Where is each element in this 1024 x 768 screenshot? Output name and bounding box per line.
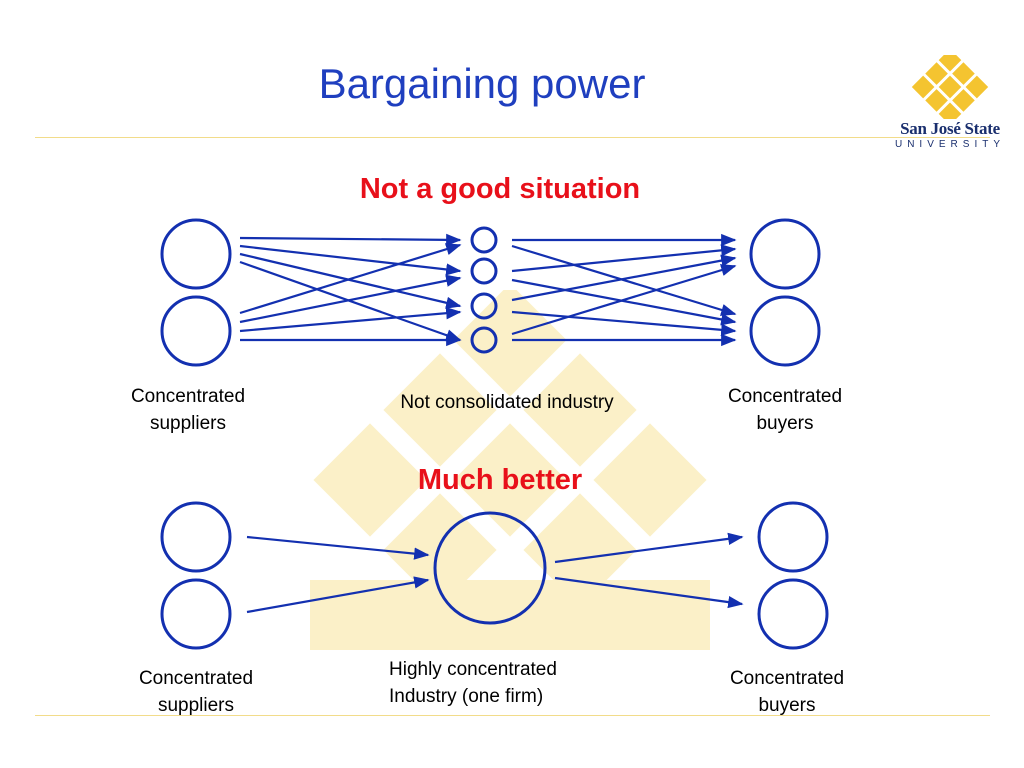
supplier-circle bbox=[160, 501, 232, 573]
firm-circle bbox=[470, 257, 498, 285]
firm-circle bbox=[470, 292, 498, 320]
university-logo: San José State UNIVERSITY bbox=[890, 55, 1010, 155]
diamond-lattice-icon bbox=[911, 55, 989, 119]
bottom-buyers-label: Concentrated buyers bbox=[729, 668, 845, 716]
single-firm-circle bbox=[433, 511, 547, 625]
sales-arrow bbox=[554, 576, 744, 609]
top-suppliers-label: Concentrated suppliers bbox=[130, 386, 246, 434]
sales-arrow bbox=[554, 532, 744, 564]
supplier-circle bbox=[160, 295, 232, 367]
supply-arrow bbox=[239, 233, 462, 247]
top-industry-label: Not consolidated industry bbox=[400, 392, 614, 413]
top-panel-heading: Not a good situation bbox=[359, 173, 641, 205]
top-buyers-label: Concentrated buyers bbox=[727, 386, 843, 434]
bottom-industry-label: Highly concentrated Industry (one firm) bbox=[389, 659, 557, 707]
logo-name: San José State bbox=[900, 119, 1000, 138]
sales-arrow bbox=[511, 244, 737, 273]
bottom-suppliers-label: Concentrated suppliers bbox=[138, 668, 254, 716]
sales-arrow bbox=[511, 244, 737, 316]
logo-subtitle: UNIVERSITY bbox=[894, 139, 1005, 150]
university-seal-watermark bbox=[310, 290, 710, 650]
sales-arrow bbox=[511, 278, 737, 326]
firm-circle bbox=[470, 226, 498, 254]
buyer-circle bbox=[749, 218, 821, 290]
buyer-circle bbox=[757, 578, 829, 650]
supplier-circle bbox=[160, 218, 232, 290]
header-divider bbox=[35, 137, 990, 138]
supply-arrow bbox=[246, 576, 430, 614]
supply-arrow bbox=[239, 243, 462, 315]
supply-arrow bbox=[239, 244, 462, 276]
bottom-panel-heading: Much better bbox=[417, 464, 583, 496]
sales-arrow bbox=[511, 310, 737, 336]
supply-arrow bbox=[239, 307, 462, 333]
firm-circle bbox=[470, 326, 498, 354]
footer-divider bbox=[35, 715, 990, 716]
buyer-circle bbox=[757, 501, 829, 573]
supplier-circle bbox=[160, 578, 232, 650]
supply-arrow bbox=[239, 274, 462, 324]
slide-title: Bargaining power bbox=[318, 60, 646, 107]
supply-arrow bbox=[246, 535, 430, 560]
buyer-circle bbox=[749, 295, 821, 367]
